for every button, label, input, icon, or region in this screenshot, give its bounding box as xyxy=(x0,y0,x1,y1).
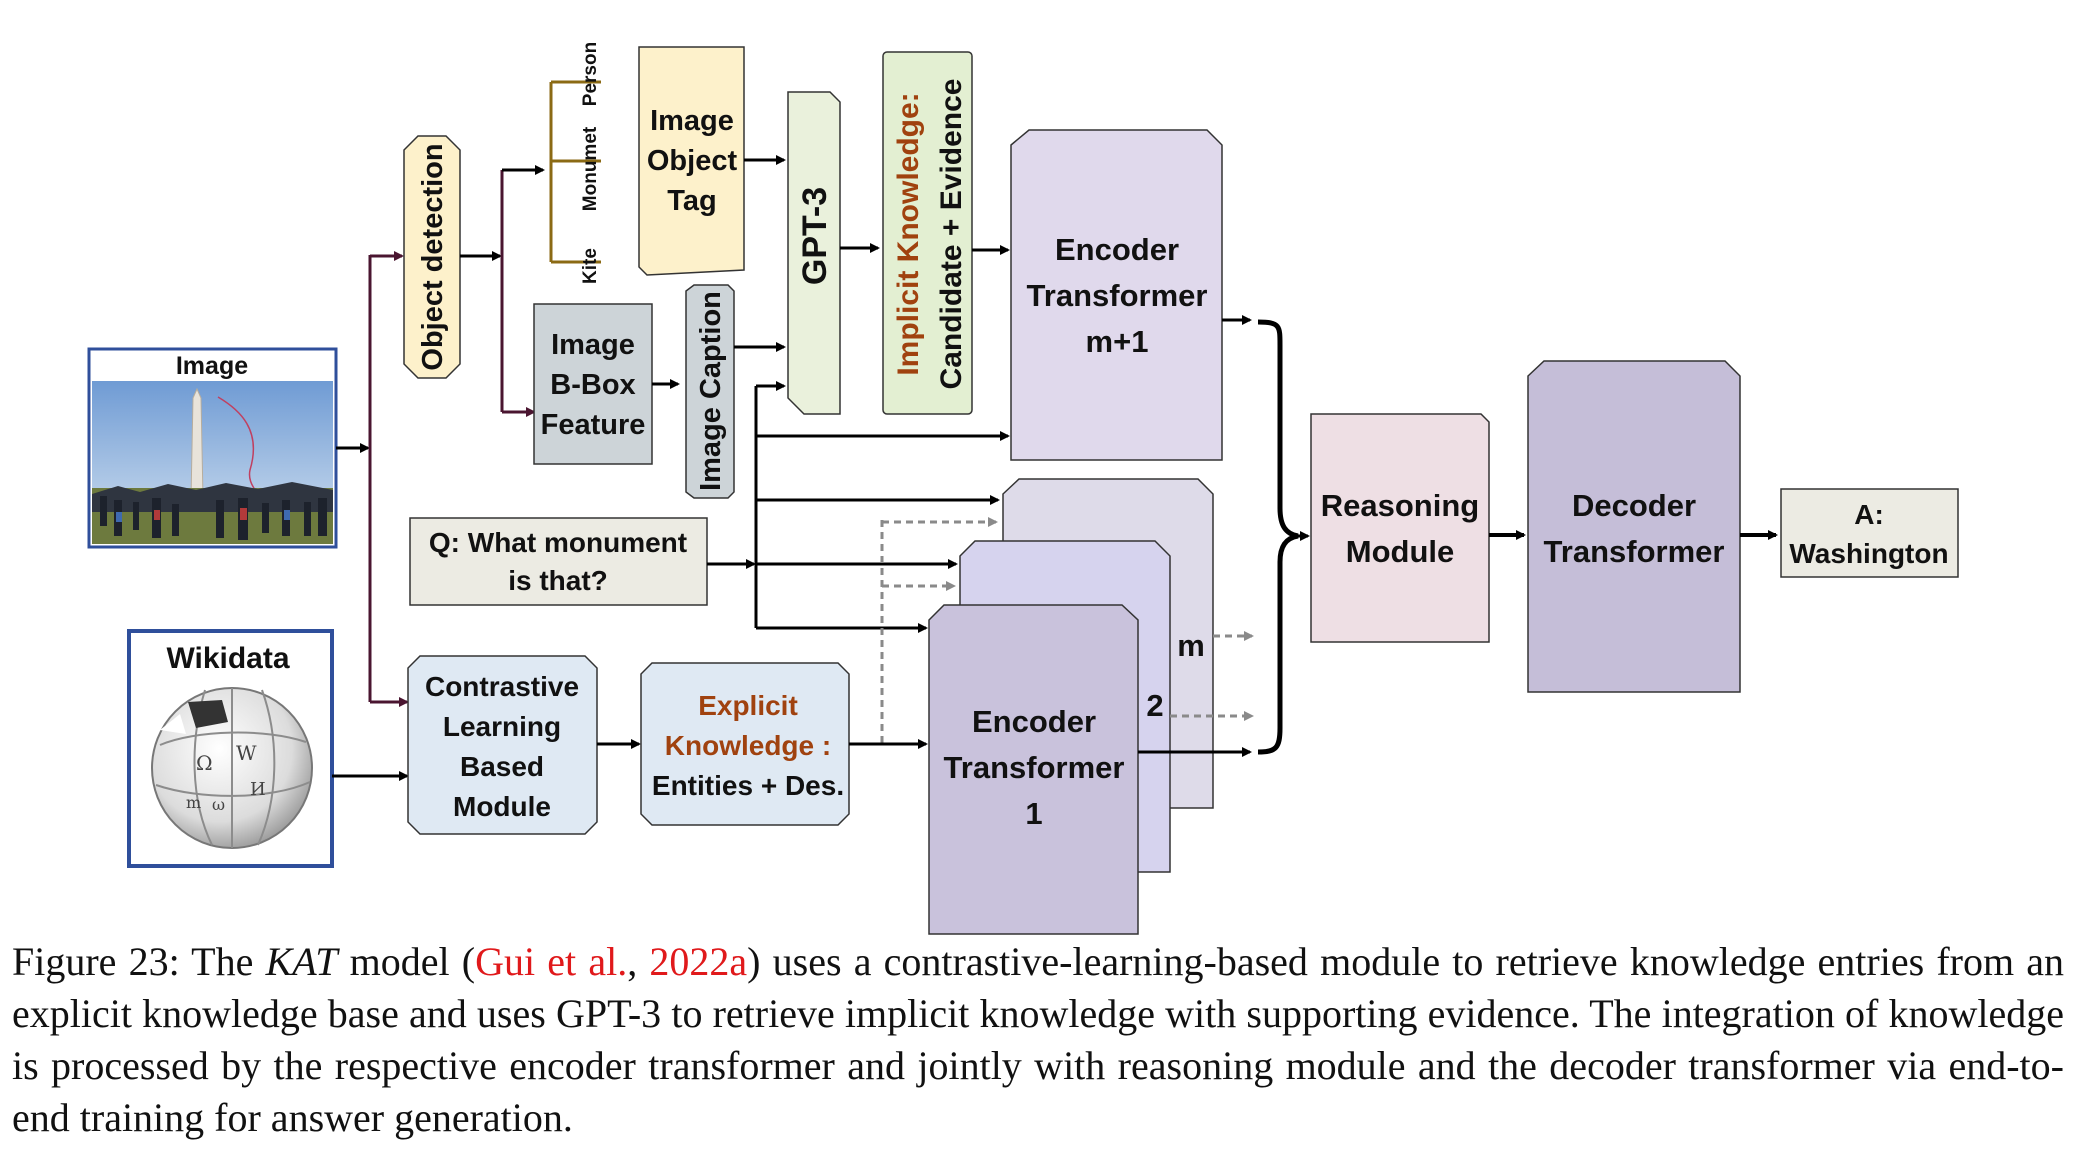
image-title: Image xyxy=(176,352,248,380)
caption-rest: ) uses a contrastive-learning-based modu… xyxy=(12,939,2065,1140)
answer-line1: A: xyxy=(1854,499,1884,530)
tag-monument: Monumet xyxy=(580,126,601,211)
image-bbox-feature-node: Image B-Box Feature xyxy=(533,303,653,465)
image-object-tag-node: Image Object Tag xyxy=(638,46,745,276)
reasoning-line1: Reasoning xyxy=(1321,488,1479,523)
citation-year-link[interactable]: 2022a xyxy=(649,939,748,984)
encoder-front-line3: 1 xyxy=(1025,796,1042,831)
image-box: Image xyxy=(87,347,338,549)
image-routing-lines xyxy=(332,251,409,781)
wikidata-title: Wikidata xyxy=(166,642,289,675)
decoder-node: Decoder Transformer xyxy=(1527,360,1741,693)
question-line2: is that? xyxy=(508,565,608,596)
gpt3-input-arrows xyxy=(734,155,880,628)
wikipedia-globe-icon: Ω W И ω m xyxy=(151,687,313,849)
decoder-line1: Decoder xyxy=(1572,488,1696,523)
implicit-knowledge-subtitle: Candidate + Evidence xyxy=(935,79,968,390)
caption-sep: , xyxy=(627,939,650,984)
contrastive-line2: Learning xyxy=(443,711,561,742)
tag-person: Person xyxy=(580,42,601,106)
contrastive-node: Contrastive Learning Based Module xyxy=(407,655,598,835)
bbox-line2: B-Box xyxy=(550,369,635,401)
caption-mid: model ( xyxy=(337,939,476,984)
gpt3-node: GPT-3 xyxy=(787,91,841,415)
implicit-knowledge-title: Implicit Knowledge: xyxy=(892,92,925,375)
answer-line2: Washington xyxy=(1789,538,1948,569)
encoder-front-node: Encoder Transformer 1 xyxy=(928,604,1139,935)
bbox-line1: Image xyxy=(551,329,635,361)
dashed-explicit-arrows xyxy=(880,517,1254,744)
answer-node: A: Washington xyxy=(1780,488,1959,578)
figure-caption: Figure 23: The KAT model (Gui et al., 20… xyxy=(12,936,2064,1144)
contrastive-line3: Based xyxy=(460,751,544,782)
svg-text:W: W xyxy=(236,741,257,765)
explicit-knowledge-subtitle: Entities + Des. xyxy=(652,770,844,801)
encoder-top-node: Encoder Transformer m+1 xyxy=(1010,129,1223,461)
svg-text:И: И xyxy=(250,779,266,800)
svg-text:m: m xyxy=(186,793,201,812)
decoder-line2: Transformer xyxy=(1544,534,1725,569)
citation-author-link[interactable]: Gui et al. xyxy=(475,939,628,984)
image-caption-label: Image Caption xyxy=(695,291,727,491)
svg-text:Ω: Ω xyxy=(196,751,213,775)
image-object-tag-line1: Image xyxy=(650,105,734,137)
explicit-knowledge-title2: Knowledge : xyxy=(665,730,831,761)
tag-kite: Kite xyxy=(580,248,601,284)
reasoning-line2: Module xyxy=(1346,534,1455,569)
stack-label-m: m xyxy=(1177,628,1205,663)
question-line1: Q: What monument xyxy=(429,527,687,558)
question-fanout-arrows xyxy=(707,495,1000,633)
image-object-tag-line3: Tag xyxy=(667,185,716,217)
encoder-top-line2: Transformer xyxy=(1027,278,1208,313)
object-detection-node: Object detection xyxy=(403,135,461,379)
wikidata-box: Wikidata Ω W И ω m xyxy=(127,629,334,868)
question-node: Q: What monument is that? xyxy=(409,517,708,606)
encoder-top-line1: Encoder xyxy=(1055,232,1179,267)
image-caption-node: Image Caption xyxy=(685,284,735,499)
encoder-output-arrows xyxy=(1138,315,1310,757)
explicit-knowledge-node: Explicit Knowledge : Entities + Des. xyxy=(640,662,850,826)
reasoning-node: Reasoning Module xyxy=(1310,413,1490,643)
contrastive-line1: Contrastive xyxy=(425,671,579,702)
gpt3-label: GPT-3 xyxy=(796,187,834,285)
svg-text:ω: ω xyxy=(212,795,225,814)
implicit-knowledge-node: Implicit Knowledge: Candidate + Evidence xyxy=(882,51,973,415)
encoder-top-line3: m+1 xyxy=(1086,324,1149,359)
explicit-knowledge-title1: Explicit xyxy=(698,690,798,721)
caption-prefix: Figure 23: The xyxy=(12,939,266,984)
object-detection-label: Object detection xyxy=(417,143,449,370)
image-object-tag-line2: Object xyxy=(647,145,738,177)
encoder-front-line1: Encoder xyxy=(972,704,1096,739)
contrastive-line4: Module xyxy=(453,791,551,822)
encoder-front-line2: Transformer xyxy=(944,750,1125,785)
caption-model-name: KAT xyxy=(265,939,338,984)
object-detection-branches xyxy=(460,80,601,417)
bbox-line3: Feature xyxy=(541,409,646,441)
photo-washington-monument xyxy=(92,381,333,544)
stack-label-2: 2 xyxy=(1146,688,1163,723)
